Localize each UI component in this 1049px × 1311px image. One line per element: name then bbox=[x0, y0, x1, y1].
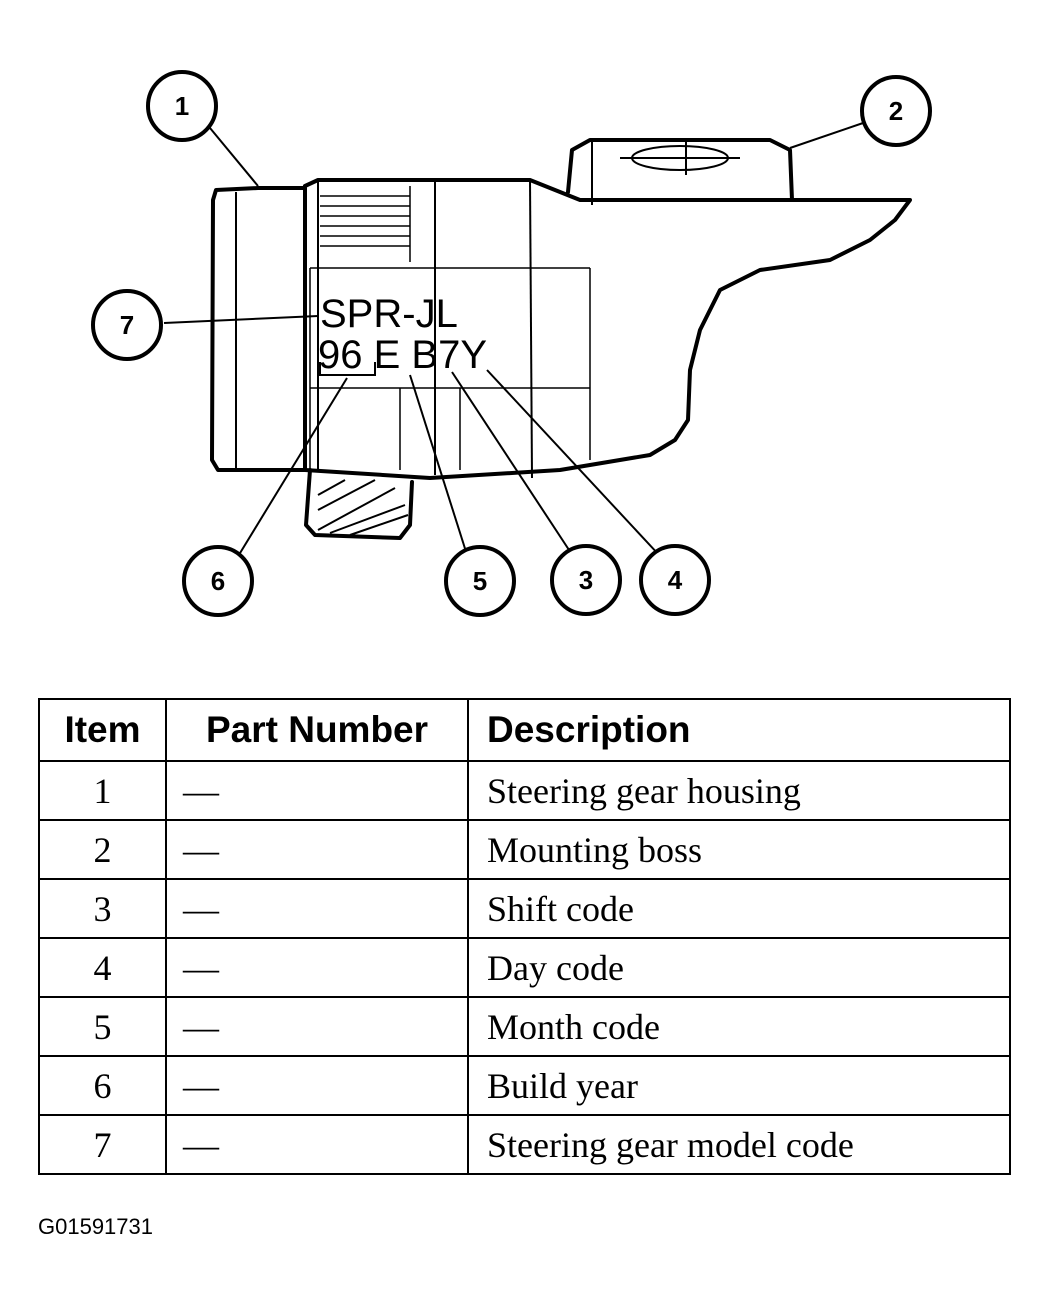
header-description: Description bbox=[467, 698, 1011, 762]
callout-4: 4 bbox=[639, 544, 711, 616]
header-part-number: Part Number bbox=[165, 698, 469, 762]
date-code-stamp: 96 E B7Y bbox=[318, 333, 487, 377]
cell-item: 4 bbox=[38, 937, 167, 998]
svg-text:2: 2 bbox=[889, 96, 903, 126]
callout-1: 1 bbox=[146, 70, 218, 142]
cell-part-number: — bbox=[165, 1114, 469, 1175]
table-header-row: Item Part Number Description bbox=[38, 698, 1011, 762]
table-row: 3 — Shift code bbox=[38, 878, 1011, 939]
cell-description: Mounting boss bbox=[467, 819, 1011, 880]
cell-item: 6 bbox=[38, 1055, 167, 1116]
mounting-boss bbox=[566, 138, 794, 205]
table-row: 2 — Mounting boss bbox=[38, 819, 1011, 880]
leader-lines bbox=[163, 121, 867, 559]
cell-description: Build year bbox=[467, 1055, 1011, 1116]
header-item: Item bbox=[38, 698, 167, 762]
cell-item: 5 bbox=[38, 996, 167, 1057]
lower-shaft bbox=[304, 468, 414, 540]
svg-text:3: 3 bbox=[579, 565, 593, 595]
parts-table: Item Part Number Description 1 — Steerin… bbox=[38, 698, 1011, 1175]
cell-description: Steering gear housing bbox=[467, 760, 1011, 821]
cell-item: 1 bbox=[38, 760, 167, 821]
cell-part-number: — bbox=[165, 937, 469, 998]
svg-text:6: 6 bbox=[211, 566, 225, 596]
model-code-stamp: SPR-JL bbox=[320, 292, 458, 336]
build-year-bracket bbox=[319, 362, 376, 376]
callout-6: 6 bbox=[182, 545, 254, 617]
callout-7: 7 bbox=[91, 289, 163, 361]
cell-part-number: — bbox=[165, 1055, 469, 1116]
cell-item: 2 bbox=[38, 819, 167, 880]
callout-3: 3 bbox=[550, 544, 622, 616]
figure-id: G01591731 bbox=[38, 1214, 153, 1239]
cell-item: 3 bbox=[38, 878, 167, 939]
table-row: 7 — Steering gear model code bbox=[38, 1114, 1011, 1175]
table-row: 6 — Build year bbox=[38, 1055, 1011, 1116]
svg-text:5: 5 bbox=[473, 566, 487, 596]
svg-text:1: 1 bbox=[175, 91, 189, 121]
steering-gear-diagram: SPR-JL 96 E B7Y 1 2 3 4 5 6 7 bbox=[91, 70, 932, 617]
callout-5: 5 bbox=[444, 545, 516, 617]
cell-description: Day code bbox=[467, 937, 1011, 998]
svg-text:7: 7 bbox=[120, 310, 134, 340]
table-row: 1 — Steering gear housing bbox=[38, 760, 1011, 821]
steering-gear-housing bbox=[210, 178, 912, 540]
cell-part-number: — bbox=[165, 996, 469, 1057]
cell-part-number: — bbox=[165, 819, 469, 880]
table-row: 5 — Month code bbox=[38, 996, 1011, 1057]
svg-text:4: 4 bbox=[668, 565, 683, 595]
cell-description: Shift code bbox=[467, 878, 1011, 939]
table-row: 4 — Day code bbox=[38, 937, 1011, 998]
housing-ribs bbox=[320, 186, 411, 262]
cell-part-number: — bbox=[165, 878, 469, 939]
cell-description: Month code bbox=[467, 996, 1011, 1057]
callout-2: 2 bbox=[860, 75, 932, 147]
cell-description: Steering gear model code bbox=[467, 1114, 1011, 1175]
cell-item: 7 bbox=[38, 1114, 167, 1175]
cell-part-number: — bbox=[165, 760, 469, 821]
label-plate bbox=[309, 267, 591, 470]
